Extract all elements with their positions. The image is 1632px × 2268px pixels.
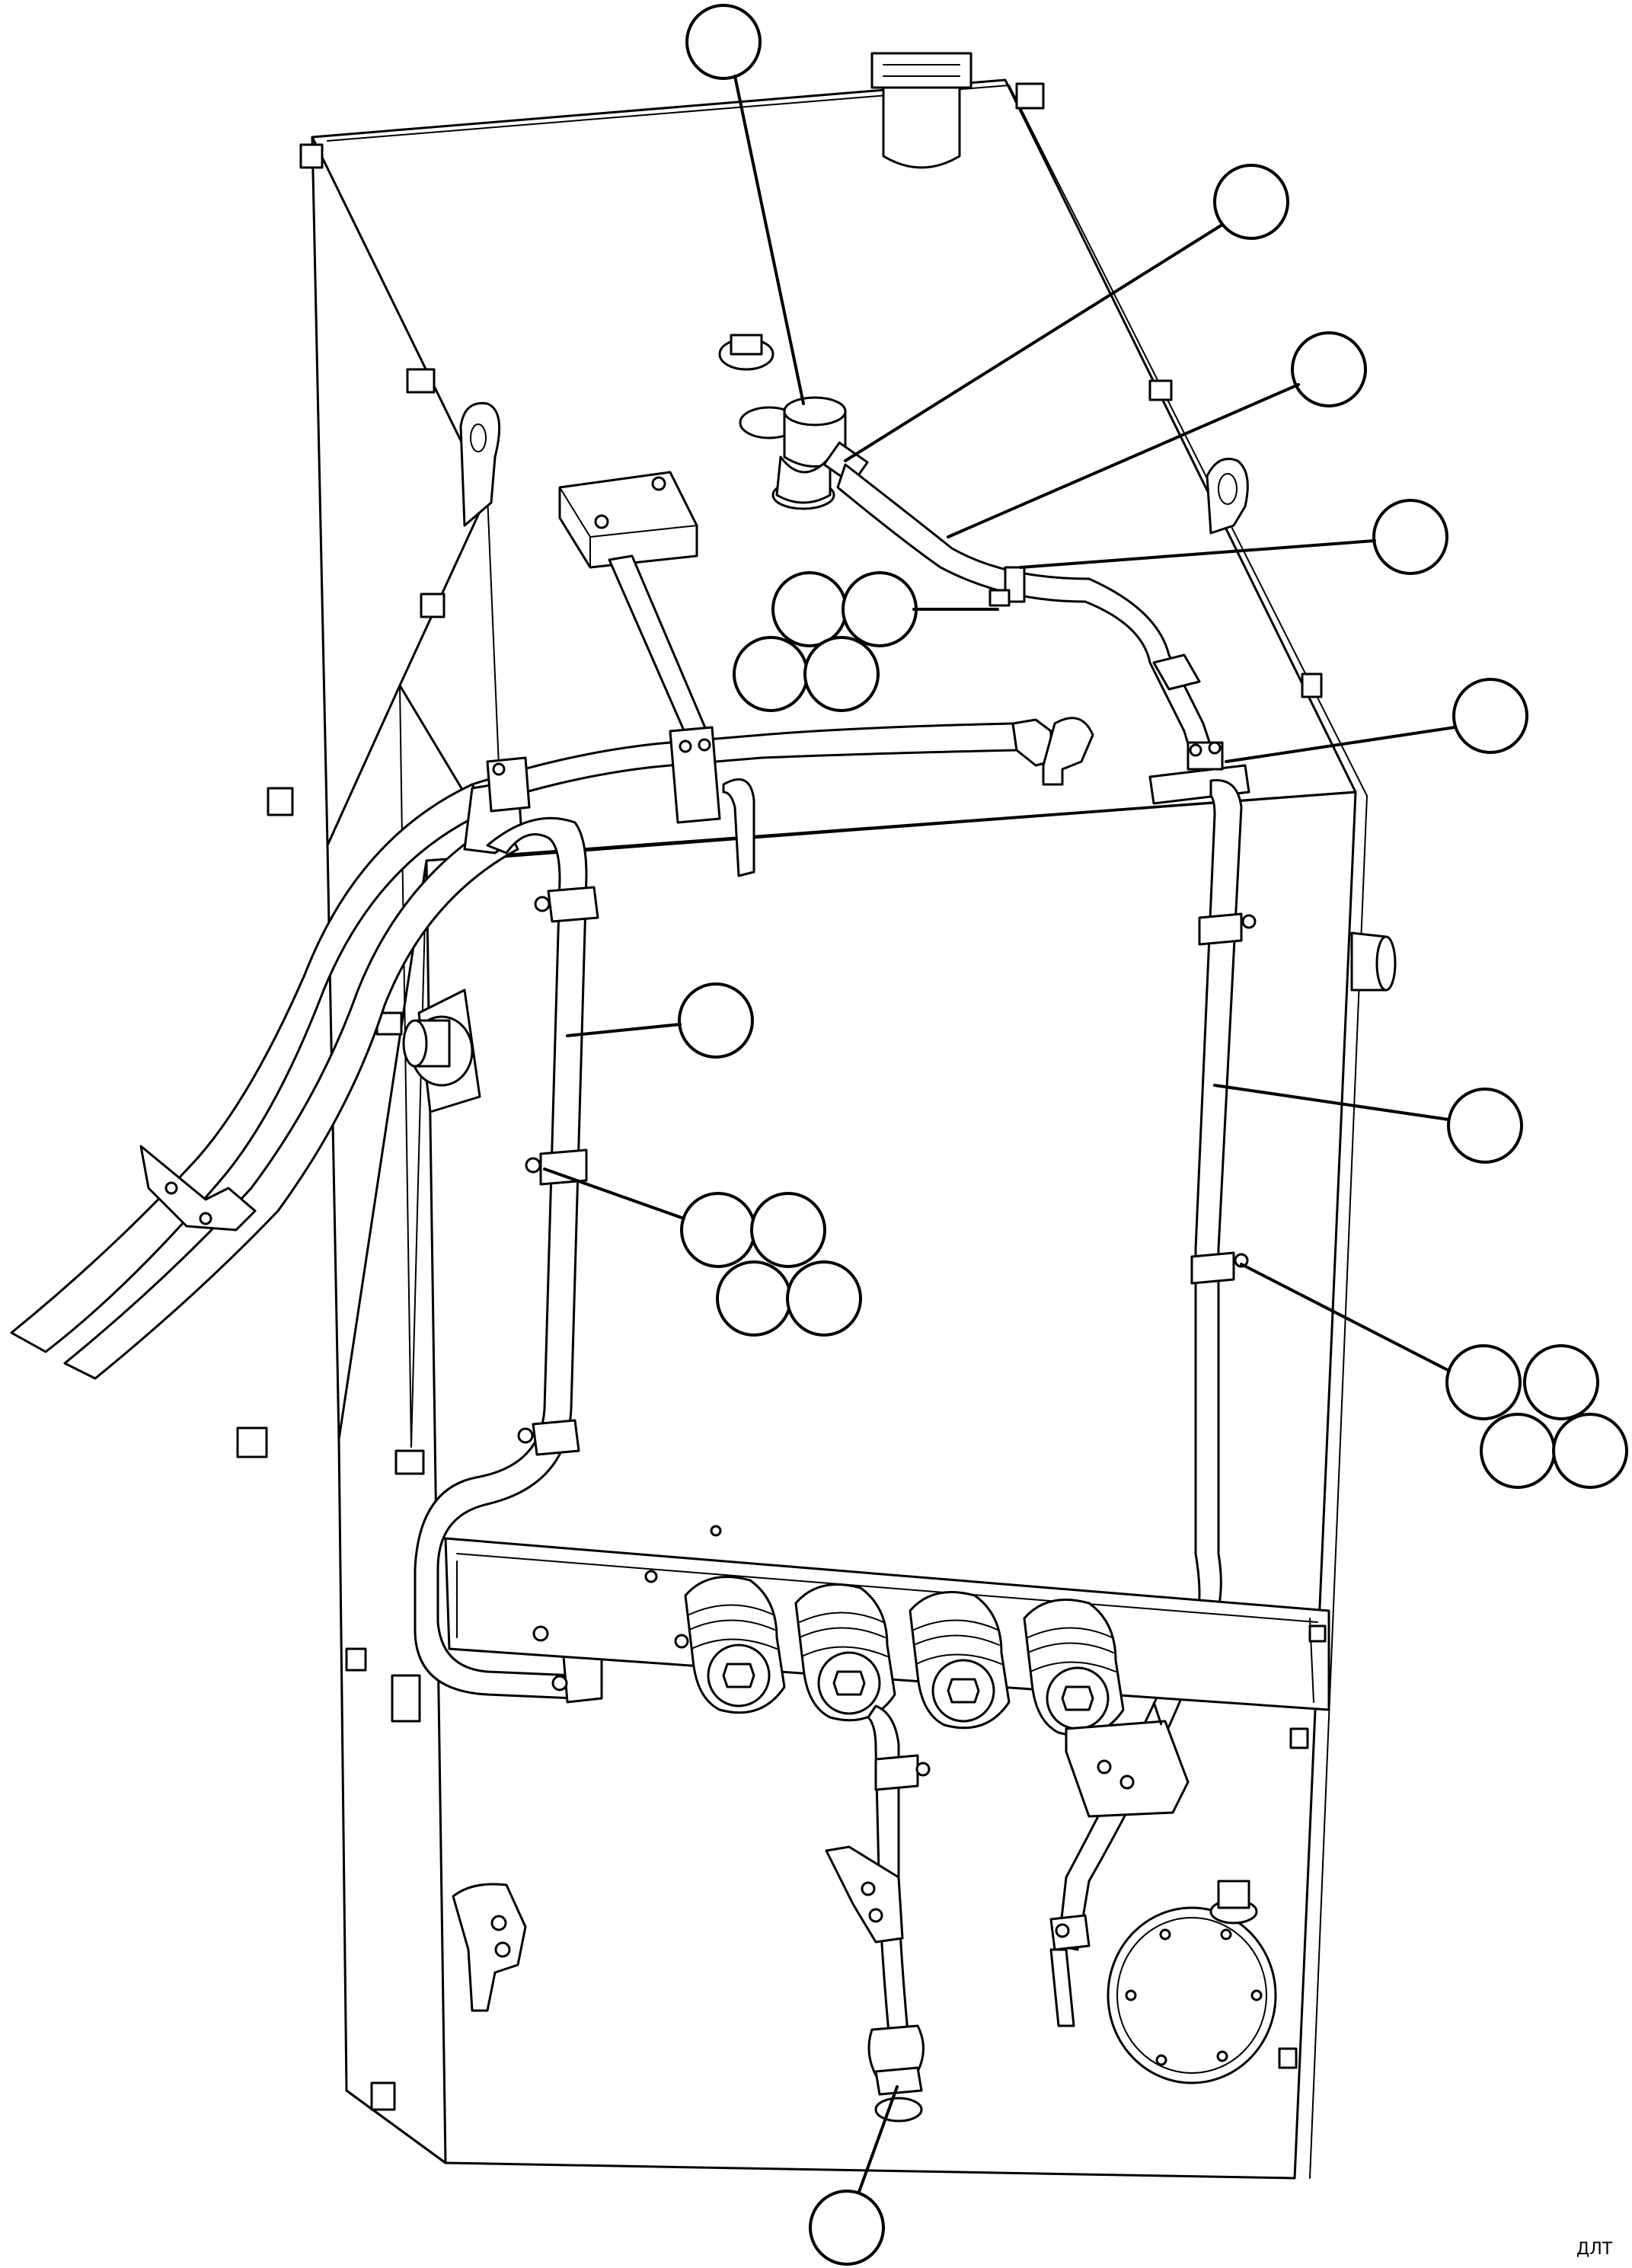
filler-cap: [870, 52, 972, 169]
right-tube: [1049, 778, 1257, 2027]
callout-bubble: [803, 636, 880, 712]
callout-bubble: [1480, 1413, 1556, 1489]
side-fittings: [402, 931, 1397, 1113]
callouts: [543, 4, 1628, 2266]
callout-bubble: [680, 1192, 756, 1268]
callout-bubble: [809, 2190, 885, 2266]
callout-bubble: [786, 1260, 862, 1337]
callout-bubble: [750, 1192, 826, 1268]
callout-bubble: [733, 636, 809, 712]
callout-bubble: [678, 982, 754, 1059]
callout-bubble: [1523, 1344, 1599, 1420]
callout-bubble: [716, 1260, 792, 1337]
callout-bubble: [1447, 1088, 1523, 1164]
callout-bubble: [771, 571, 848, 647]
access-cover: [1107, 1880, 1277, 2084]
callout-bubble: [1452, 678, 1528, 754]
callout-bubble: [1552, 1413, 1628, 1489]
filter-elements: [684, 1576, 1125, 1737]
center-bracket: [825, 1845, 904, 1944]
top-fittings: [718, 334, 869, 510]
left-bracket: [452, 1883, 527, 2012]
left-tube: [414, 816, 603, 1704]
callout-bubble: [1372, 499, 1448, 575]
junction-box: [558, 471, 710, 744]
callout-bubble: [1291, 331, 1367, 407]
callout-bubble: [842, 571, 918, 647]
lower-bracket: [1065, 1701, 1190, 1818]
callout-bubble: [1213, 164, 1289, 240]
figure-reference: ДЛТ: [1576, 2240, 1613, 2259]
callout-bubble: [685, 4, 762, 80]
crossover-hose: [471, 717, 1094, 877]
mounting-tabs: [236, 82, 1323, 2111]
lifting-eyes: [459, 401, 1249, 535]
callout-bubble: [1445, 1344, 1522, 1420]
